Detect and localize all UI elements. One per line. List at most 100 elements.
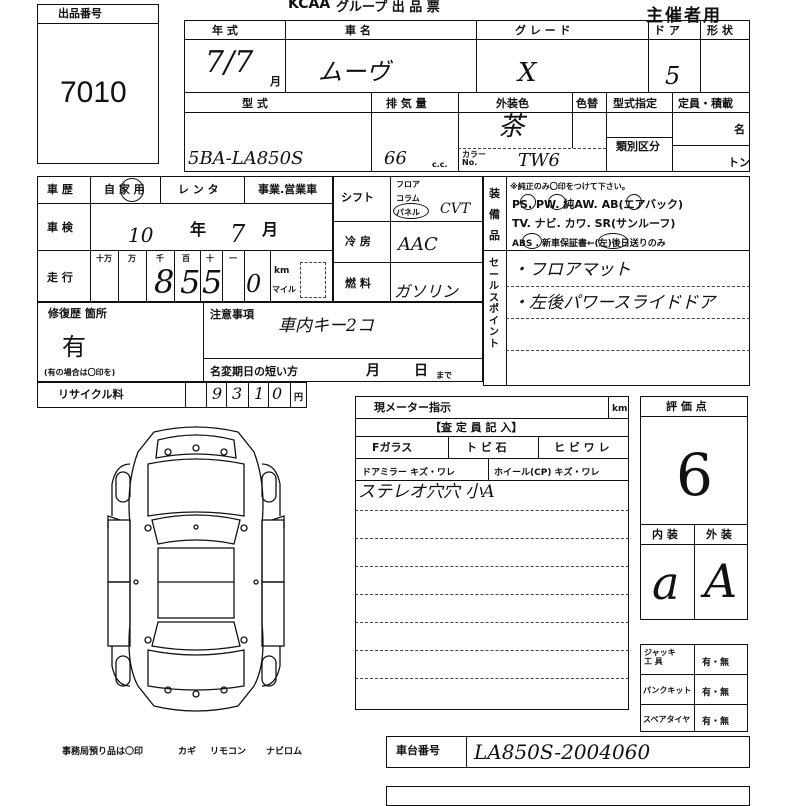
- header-title: グループ 出 品 票: [336, 0, 440, 15]
- equipment-warranty-circle: [598, 233, 628, 249]
- model-value: 5BA-LA850S: [188, 148, 304, 169]
- equipment-note: ※純正のみ〇印をつけて下さい。: [510, 182, 630, 191]
- office-key-option[interactable]: カギ: [178, 747, 197, 757]
- yen-unit: 円: [294, 393, 304, 403]
- office-items-label: 事務局預り品は〇印: [62, 747, 144, 757]
- grade-label: グ レ ー ド: [515, 24, 571, 37]
- history-rental-option[interactable]: レ ン タ: [178, 183, 219, 196]
- recycle-digit-3: 1: [254, 384, 265, 403]
- door-value: 5: [665, 62, 681, 90]
- damage-note-value: ステレオ穴穴 小A: [358, 482, 495, 502]
- mileage-digit-100: 5: [180, 263, 201, 301]
- interior-value: a: [652, 556, 680, 610]
- chassis-number-value: LA850S-2004060: [474, 740, 651, 764]
- puncture-kit-label: パンクキット: [643, 686, 692, 695]
- equipment-table: [483, 176, 750, 386]
- inspector-entry-label: 【査 定 員 記 入】: [430, 421, 523, 434]
- equipment-ps-circle: [520, 194, 536, 210]
- office-remote-option[interactable]: リモコン: [210, 747, 247, 757]
- organizer-use-label: 主催者用: [646, 6, 722, 26]
- equipment-pw-circle: [548, 194, 566, 210]
- fuel-label: 燃 料: [345, 277, 371, 290]
- color-change-label: 色替: [576, 97, 598, 110]
- digit-label-1k: 千: [156, 254, 164, 263]
- name-change-label: 名変期日の短い方: [210, 365, 298, 378]
- digit-label-100: 百: [182, 254, 190, 263]
- spare-tire-yes-no[interactable]: 有・無: [702, 717, 730, 727]
- equipment-line-3: ABS . 新車保証書←(左)後日送りのみ: [512, 239, 666, 249]
- color-code-label: カラー No.: [462, 150, 486, 167]
- digit-label-1: 一: [229, 254, 237, 263]
- sales-point-2: ・左後パワースライドドア: [512, 293, 716, 313]
- notes-value: 車内キー2コ: [278, 316, 374, 336]
- mileage-digit-1: 0: [246, 270, 262, 298]
- displacement-label: 排 気 量: [386, 97, 427, 110]
- crack-label: ヒ ビ ワ レ: [554, 441, 610, 454]
- inspector-table: [355, 396, 629, 710]
- interior-label: 内 装: [652, 528, 678, 541]
- repair-notes-table: [37, 302, 483, 382]
- door-mirror-label: ドアミラー キズ・ワレ: [362, 468, 455, 478]
- fuel-value: ガソリン: [394, 282, 459, 301]
- name-change-until: まで: [436, 371, 452, 380]
- recycle-fee-label: リサイクル料: [58, 388, 124, 401]
- spec-table: [333, 176, 483, 302]
- spare-tire-label: スペアタイヤ: [643, 715, 691, 724]
- wheel-label: ホイール(CP) キズ・ワレ: [494, 468, 600, 478]
- equipment-line-2: TV. ナビ. カワ. SR(サンルーフ): [512, 217, 676, 230]
- jack-yes-no[interactable]: 有・無: [702, 658, 730, 668]
- category-code-label: 類別区分: [616, 140, 660, 153]
- digit-label-100k: 十万: [96, 254, 112, 263]
- lot-number-value: 7010: [60, 76, 127, 109]
- vehicle-info-table: [184, 20, 750, 172]
- rating-label: 評 価 点: [666, 400, 707, 413]
- shaken-month-value: 7: [230, 220, 246, 248]
- jack-label: ジャッキ 工 具: [644, 648, 676, 667]
- displacement-value: 66: [384, 148, 407, 169]
- shaken-label: 車 検: [47, 221, 73, 234]
- history-label: 車 歴: [47, 183, 73, 196]
- year-value: 7/7: [205, 45, 254, 80]
- sales-point-1: ・フロアマット: [512, 260, 631, 280]
- km-unit: km: [274, 266, 290, 276]
- repair-history-note: (有の場合は〇印を): [44, 368, 116, 377]
- office-navi-rom-option[interactable]: ナビロム: [266, 747, 303, 757]
- rating-value: 6: [676, 441, 713, 509]
- shift-column-option[interactable]: コラム: [396, 194, 420, 203]
- shift-floor-option[interactable]: フロア: [396, 180, 420, 189]
- name-change-day: 日: [414, 363, 428, 379]
- history-business-option[interactable]: 事業.営業車: [258, 183, 318, 196]
- notes-label: 注意事項: [210, 308, 254, 321]
- cc-unit: c.c.: [432, 160, 448, 169]
- persons-unit: 名: [734, 123, 745, 136]
- mileage-digit-10: 5: [202, 263, 223, 301]
- year-label: 年 式: [212, 24, 238, 37]
- exterior-color-value: 茶: [498, 112, 525, 142]
- shift-value: CVT: [440, 201, 471, 217]
- shaken-year-value: 10: [128, 223, 154, 247]
- aircon-value: AAC: [398, 234, 438, 255]
- header-org: KCAA: [288, 0, 331, 12]
- bottom-partial-box: [386, 786, 750, 806]
- shaken-month-unit: 月: [262, 220, 279, 239]
- mileage-label: 走 行: [47, 271, 73, 284]
- model-label: 型 式: [242, 97, 268, 110]
- capacity-label: 定員・積載: [678, 97, 733, 110]
- exterior-color-label: 外装色: [496, 97, 529, 110]
- f-glass-label: Fガラス: [372, 441, 413, 454]
- equipment-label: 装 備 品: [489, 187, 500, 242]
- lot-number-box: [37, 4, 159, 164]
- repair-history-label: 修復歴 箇所: [48, 307, 107, 320]
- body-type-label: 形 状: [707, 24, 733, 37]
- ton-unit: トン: [728, 156, 750, 169]
- recycle-digit-2: 3: [232, 384, 243, 403]
- mile-checkbox[interactable]: [300, 262, 326, 298]
- equipment-ab-circle: [626, 194, 642, 210]
- repair-history-value: 有: [62, 333, 86, 361]
- puncture-kit-yes-no[interactable]: 有・無: [702, 688, 730, 698]
- car-name-value: ムーヴ: [318, 58, 390, 86]
- recycle-digit-1: 9: [212, 384, 223, 403]
- car-name-label: 車 名: [345, 24, 371, 37]
- history-table: [37, 176, 333, 302]
- aircon-label: 冷 房: [345, 235, 371, 248]
